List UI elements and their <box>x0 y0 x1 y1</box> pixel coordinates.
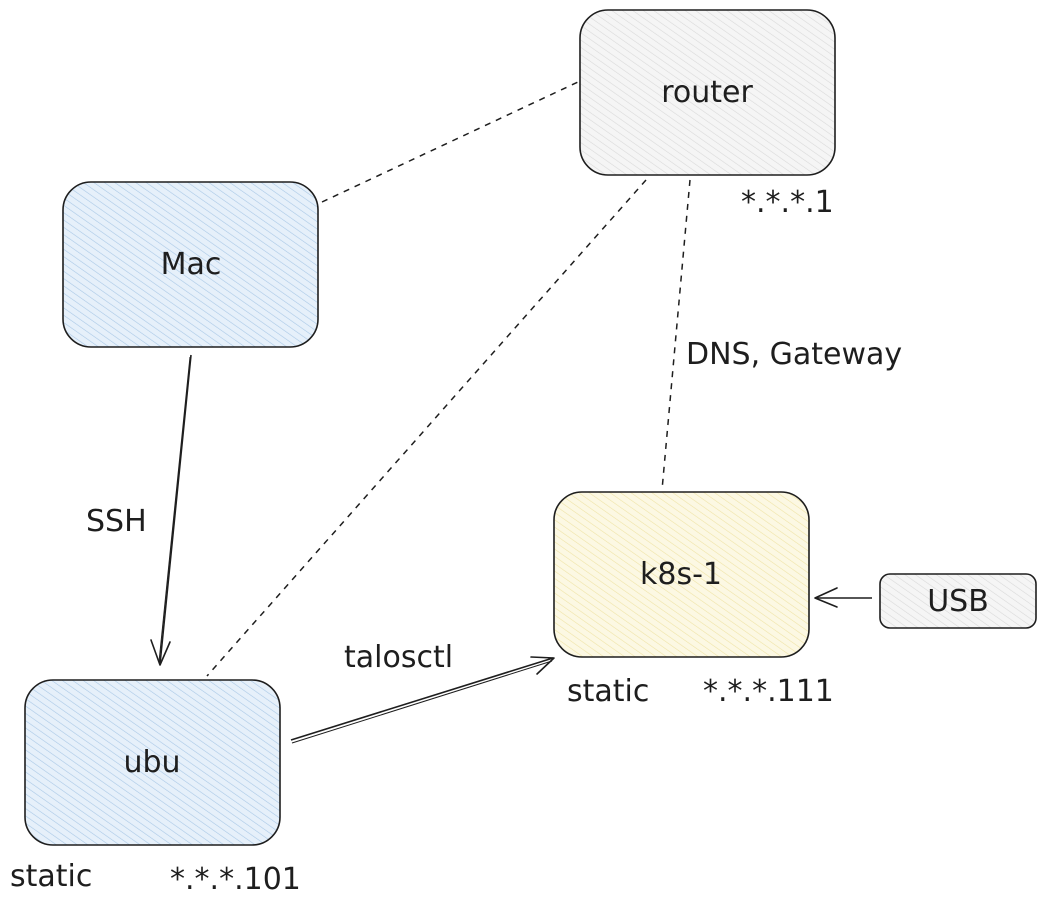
mac-node[interactable]: Mac <box>62 181 319 348</box>
k8s-ip: *.*.*.111 <box>703 674 834 709</box>
ubu-label: ubu <box>123 745 180 780</box>
link-router-k8s <box>661 179 691 491</box>
arrow-usb-to-k8s <box>814 587 872 608</box>
mac-label: Mac <box>161 247 222 282</box>
link-mac-router <box>321 81 579 203</box>
ubu-node[interactable]: ubu <box>24 679 281 846</box>
dashed-links <box>206 81 691 677</box>
router-ip: *.*.*.1 <box>741 185 834 220</box>
link-router-ubu <box>206 179 647 677</box>
ubu-mode: static <box>10 859 92 894</box>
usb-box-hatch <box>879 573 1037 629</box>
router-node[interactable]: router <box>579 9 836 176</box>
router-label: router <box>661 75 753 110</box>
arrow-ubu-to-k8s <box>290 656 555 744</box>
k8s-box-hatch <box>553 491 810 658</box>
usb-label: USB <box>927 584 989 619</box>
edge-label-ssh: SSH <box>86 504 147 539</box>
arrows <box>150 354 872 744</box>
ubu-ip: *.*.*.101 <box>170 862 301 897</box>
arrow-mac-to-ubu <box>150 354 192 666</box>
edge-label-dns-gateway: DNS, Gateway <box>686 337 902 372</box>
k8s-node[interactable]: k8s-1 <box>553 491 810 658</box>
ubu-box-hatch <box>24 679 281 846</box>
usb-node[interactable]: USB <box>879 573 1037 629</box>
router-box-hatch <box>579 9 836 176</box>
k8s-mode: static <box>567 674 649 709</box>
edge-label-talosctl: talosctl <box>344 640 453 675</box>
k8s-label: k8s-1 <box>640 557 722 592</box>
mac-box-hatch <box>62 181 319 348</box>
